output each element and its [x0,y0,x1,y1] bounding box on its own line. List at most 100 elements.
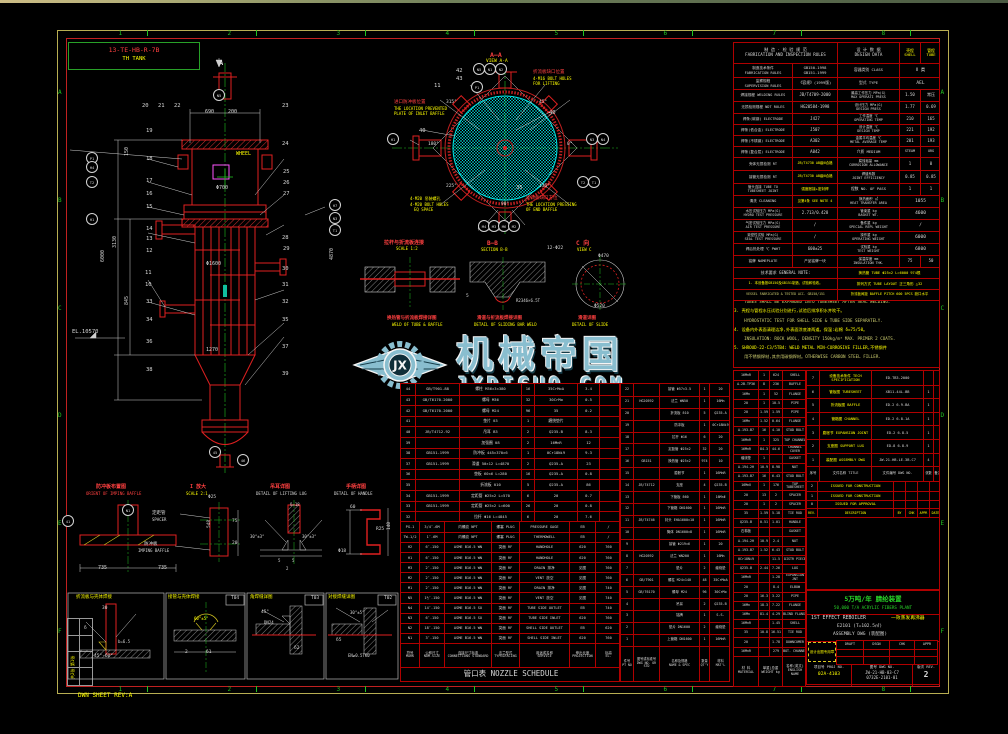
table-cell: PIPE [782,399,805,408]
table-cell: 程数 NO. OF PASS [837,184,899,195]
drawing-text: 135° [539,184,550,189]
table-cell: HANDHOLE [519,553,569,563]
drawing-text: 315° [446,100,457,105]
table-cell: 16 [521,469,534,480]
table-cell: STEAM [899,147,920,157]
table-cell: 5 [521,480,534,490]
table-cell: 7.26 [769,564,782,574]
dwg-no-label: 图号 DWG NO. [869,665,895,669]
table-cell: N4 [407,606,413,611]
table-cell: 84.3 [758,445,769,454]
table-row [837,648,937,657]
table-cell: 35CrMoA [534,384,577,395]
frame-tick [364,686,366,692]
balloon-T2: T2 [86,176,98,188]
table-cell: 39 [405,439,411,445]
table-cell [599,448,619,459]
table-cell: BAFFLE [782,381,805,390]
drawing-text: 0° [567,142,573,147]
table-cell: 突面 RF [491,553,519,563]
drawing-text: I 放大 [190,484,207,490]
balloon-N3: N3 [329,212,341,224]
table-cell: 1 [699,384,709,396]
table-cell: 1.01 [769,519,782,528]
table-cell: 1 [899,158,920,170]
table-cell: A302 [792,136,837,146]
table-cell [758,528,769,537]
table-cell: 焊接规程 WELDING RULES [740,93,786,98]
table-cell: 16MnR [709,634,729,646]
table-cell: 9.3 [577,448,599,459]
table-row: VESSEL FABRICATED & TESTED ACC. GB150/15… [734,289,939,300]
table-cell: J427 [792,114,837,124]
table-cell: 1 [758,436,769,445]
table-cell: Ⅱ 类 [899,64,939,77]
table-cell: 16Mn [742,612,750,617]
table-cell [599,395,619,406]
dwg-no-1: JW-21-HB-03-C7 [865,670,899,675]
table-cell: 缠绕垫 [709,622,729,634]
table-cell: PIPE [782,408,805,417]
table-cell: 监察规程 SUPERVISION RULES [744,79,782,88]
table-cell: 内螺纹 NPT [444,521,491,532]
table-cell [758,583,769,592]
balloon-N4: N4 [597,133,609,145]
table-cell: 620 [569,542,595,553]
table-cell [633,444,659,456]
table-cell: Q235-A [534,469,577,480]
table-cell: 21 [624,399,630,404]
table-cell: 法兰型式 TYPE&FACING [491,643,519,667]
table-cell [905,500,917,509]
drawing-text: VIEW C [577,247,592,252]
table-cell: 1 [923,412,933,426]
table-cell: 3/4″-6M [419,521,444,532]
table-row: 管口表 NOZZLE SCHEDULE [401,666,619,681]
drawing-text: 14 [146,226,153,232]
table-cell: 突面 RF [491,573,519,583]
table-cell: 0.8 [577,501,599,512]
corner-ref-number: 13-TE-HB-R-7B [108,46,160,54]
table-row: 致密性试验 MPa(G) SEAL TEST PRESSURE/操作重 kg O… [734,231,939,243]
table-cell: Q235-B [740,520,752,525]
drawing-text: 30 [282,266,289,272]
table-cell: 铭牌 [659,610,699,622]
table-cell: ASME B16.5 WN [444,573,491,583]
proj-no-value: 02A-4103 [817,672,841,677]
table-cell [633,384,659,396]
table-cell: DISTR PIECE [782,555,805,564]
table-cell: ED-8 6.8-9 [871,439,923,453]
table-cell: PRESSURE GAGE [519,521,569,532]
table-cell: 6.43 [769,473,782,482]
table-cell: LUG [782,564,805,574]
balloon-H4: H4 [86,161,98,173]
frame-col-label-bottom: 7 [772,685,777,693]
table-cell: 2″-150 [419,563,444,573]
table-cell: EXPANSION JNT [782,574,805,583]
drawing-text: 23 [282,103,289,109]
balloon-45: 45 [209,446,221,458]
equipment-name-cn: 一效蒸发再沸器 [891,616,925,621]
table-cell: 焊条(碳钢) ELECTRODE [742,116,784,121]
drawing-text: 43 [456,76,463,82]
drawing-text: R25 [376,527,385,532]
table-cell: 0.64 [769,417,782,427]
drawing-text: 75 [232,519,238,524]
drawing-text: 2 [286,566,289,571]
corner-ref-subtitle: TH TANK [122,56,146,62]
title-block: 5万吨/年 腈纶装置 50,000 T/A ACRYLIC FIBERS PLA… [806,590,940,686]
drawing-text: DETAIL OF SLIDING BAR WELD [474,322,537,327]
table-cell: 16MnR [709,515,729,527]
